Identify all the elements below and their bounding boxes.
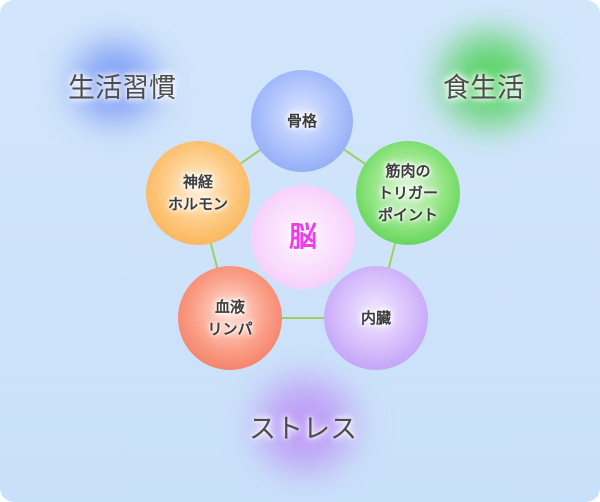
diet-glow <box>425 25 555 135</box>
node-trigger-point: 筋肉の トリガー ポイント <box>356 141 460 245</box>
node-blood-lymph: 血液 リンパ <box>178 266 282 370</box>
center-brain: 脳 <box>251 185 355 289</box>
lifestyle-glow <box>55 35 175 130</box>
stress-glow <box>240 370 370 480</box>
node-organs: 内臓 <box>324 266 428 370</box>
lifestyle-label: 生活習慣 <box>68 73 176 104</box>
node-nerve-hormone: 神経 ホルモン <box>146 141 250 245</box>
diet-label: 食生活 <box>443 73 524 104</box>
stress-label: ストレス <box>249 414 357 445</box>
node-bone: 骨格 <box>251 70 353 172</box>
